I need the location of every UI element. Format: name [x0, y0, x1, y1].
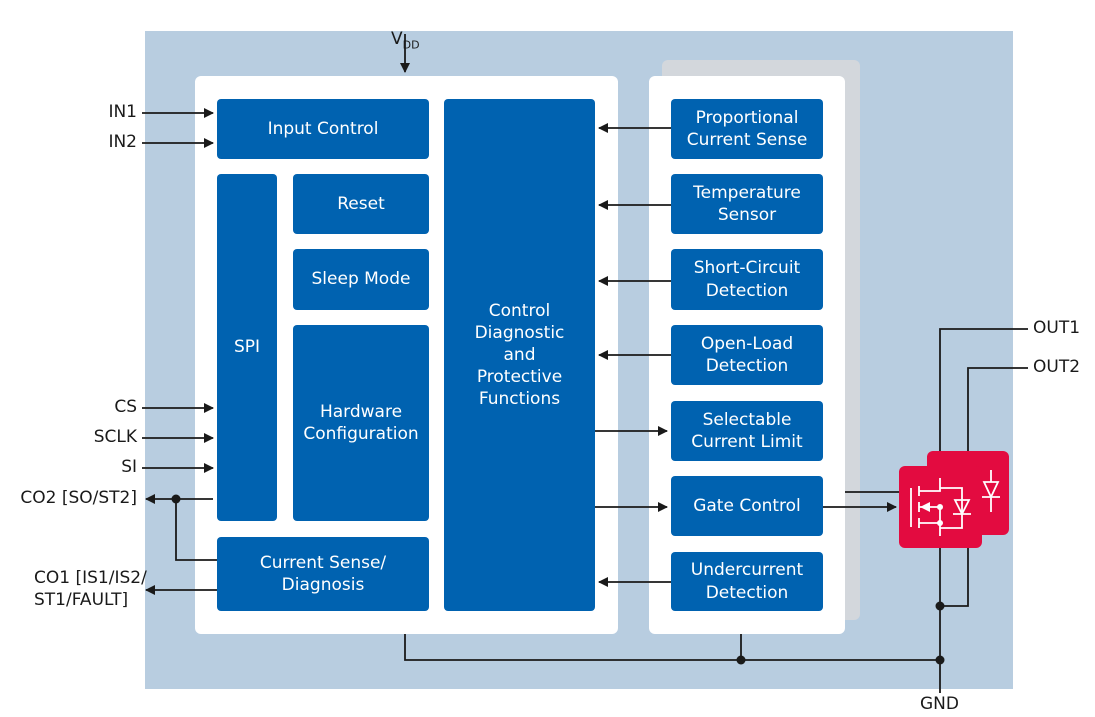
co2-junction: [171, 494, 181, 504]
co2-tap-wire: [175, 499, 217, 561]
vdd-label-main: V: [391, 28, 403, 49]
temperature-sensor-block: Temperature Sensor: [671, 174, 823, 234]
hardware-configuration-block: Hardware Configuration: [293, 325, 429, 521]
in1-label: IN1: [108, 102, 137, 122]
current-sense-diagnosis-block: Current Sense/ Diagnosis: [217, 537, 429, 611]
out2-wire: [967, 367, 1028, 453]
out1-label: OUT1: [1033, 318, 1081, 338]
co1-label: CO1 [IS1/IS2/ ST1/FAULT]: [34, 568, 147, 610]
reset-block: Reset: [293, 174, 429, 234]
short-circuit-detection-block: Short-Circuit Detection: [671, 249, 823, 310]
proportional-current-sense-block: Proportional Current Sense: [671, 99, 823, 159]
gnd-label: GND: [920, 694, 959, 714]
mosfet2-source-wire: [940, 535, 969, 607]
sclk-label: SCLK: [93, 427, 137, 447]
spi-block: SPI: [217, 174, 277, 521]
vdd-label: VDD: [391, 7, 420, 52]
mosfet-1-icon: [899, 466, 982, 548]
si-label: SI: [121, 457, 137, 477]
cs-label: CS: [114, 397, 137, 417]
gnd-junction-1: [736, 655, 746, 665]
sleep-mode-block: Sleep Mode: [293, 249, 429, 310]
gnd-junction-3: [935, 601, 945, 611]
gate-control-block: Gate Control: [671, 476, 823, 536]
input-control-block: Input Control: [217, 99, 429, 159]
gnd-bus: [404, 634, 941, 693]
control-diagnostic-block: Control Diagnostic and Protective Functi…: [444, 99, 595, 611]
out1-wire: [939, 328, 1028, 466]
co2-label: CO2 [SO/ST2]: [20, 488, 137, 508]
selectable-current-limit-block: Selectable Current Limit: [671, 401, 823, 461]
in2-label: IN2: [108, 132, 137, 152]
gnd-junction-2: [935, 655, 945, 665]
undercurrent-detection-block: Undercurrent Detection: [671, 552, 823, 611]
vdd-label-subscript: DD: [402, 38, 420, 52]
out2-label: OUT2: [1033, 357, 1081, 377]
open-load-detection-block: Open-Load Detection: [671, 325, 823, 385]
